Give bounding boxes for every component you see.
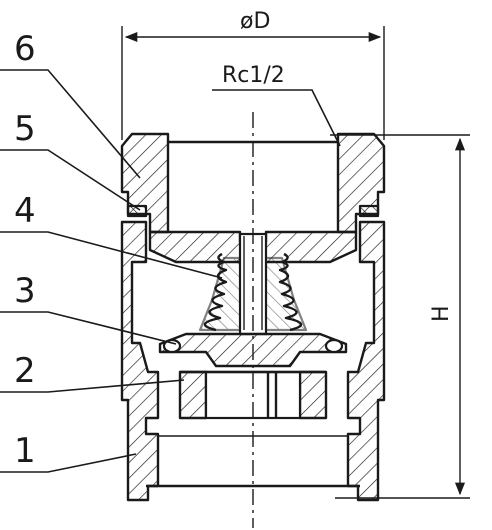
- part-label-6: 6: [14, 29, 36, 69]
- part-label-4: 4: [14, 191, 36, 231]
- leader-lines: [0, 69, 223, 473]
- thread-callout: Rc1/2: [212, 63, 341, 147]
- diameter-label: øD: [240, 9, 270, 34]
- valve-body: [120, 220, 386, 502]
- part-labels: 6 5 4 3 2 1: [14, 29, 36, 471]
- seal-ring: [126, 204, 380, 218]
- diameter-dimension: øD: [121, 9, 385, 140]
- part-label-1: 1: [14, 431, 36, 471]
- thread-label: Rc1/2: [222, 63, 285, 88]
- height-label: H: [429, 305, 454, 322]
- part-label-5: 5: [14, 109, 36, 149]
- part-label-2: 2: [14, 351, 36, 391]
- part-label-3: 3: [14, 271, 36, 311]
